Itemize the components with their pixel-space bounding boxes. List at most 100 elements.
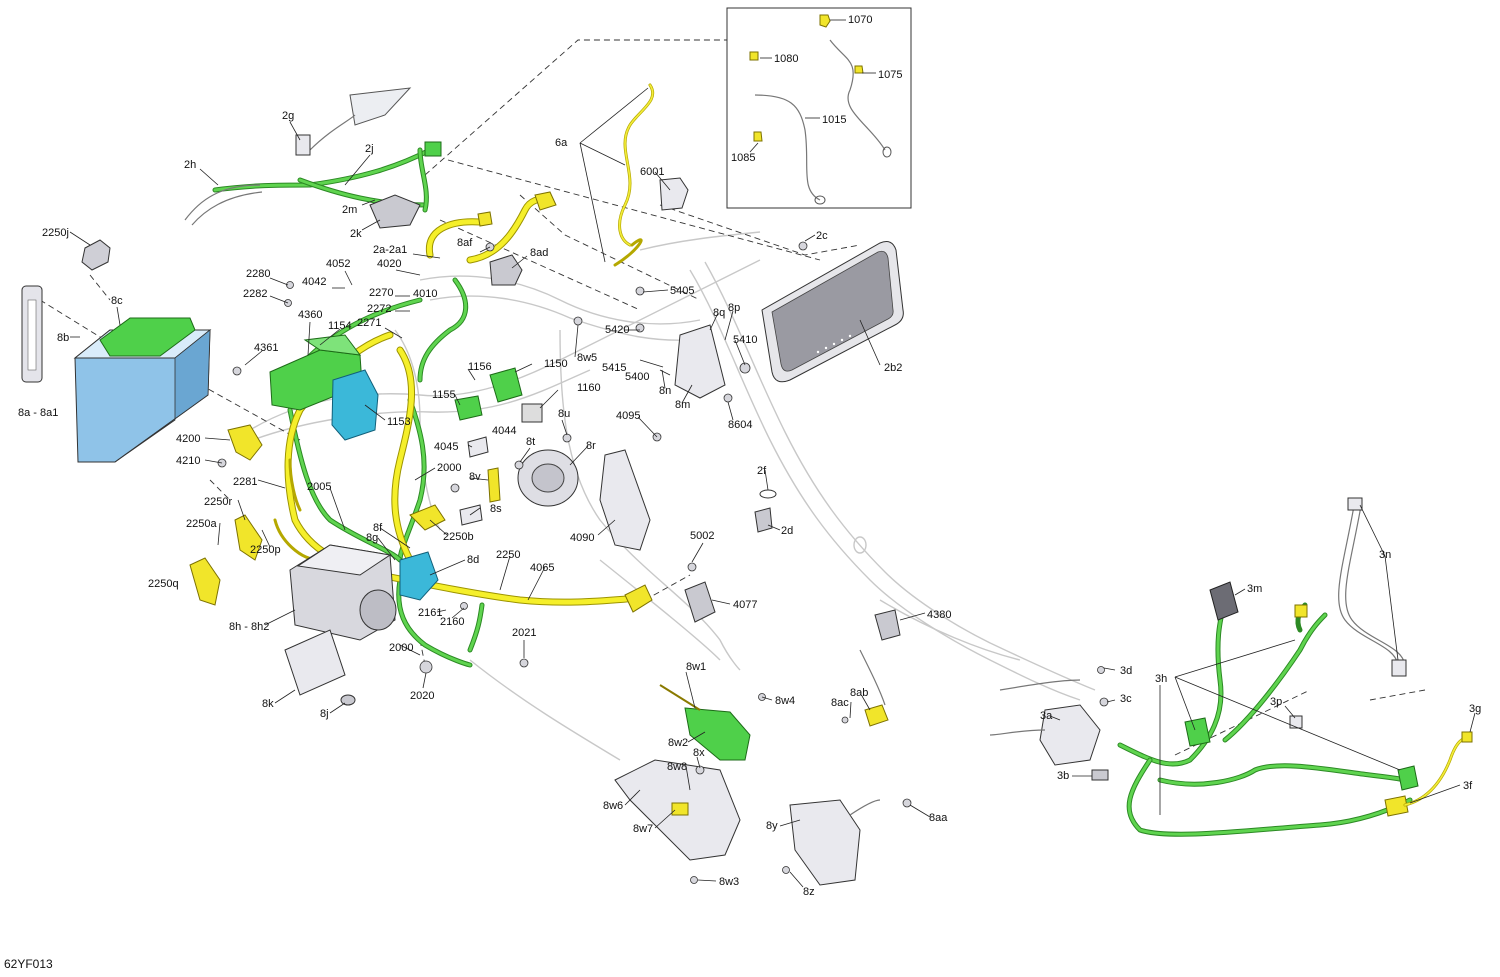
bracket-8s xyxy=(459,504,483,526)
connector-icon xyxy=(424,141,442,157)
clip-3p xyxy=(1289,715,1303,729)
callout-8v: 8v xyxy=(469,471,481,483)
chassis-outline xyxy=(239,231,1096,761)
bolt-icon xyxy=(232,366,242,376)
bracket-4045 xyxy=(467,436,489,458)
callout-1153: 1153 xyxy=(387,416,411,428)
terminal-boot xyxy=(624,584,653,613)
bolt-icon xyxy=(798,241,808,251)
callout-8g: 8g xyxy=(366,532,378,544)
callout-4200: 4200 xyxy=(176,433,200,445)
ring-terminal-icon xyxy=(882,146,892,158)
callout-leaders xyxy=(69,87,1476,888)
display-screen xyxy=(761,241,904,383)
callout-4380: 4380 xyxy=(927,609,951,621)
callout-8w7: 8w7 xyxy=(633,823,653,835)
connector-icon xyxy=(477,211,493,227)
callout-3f: 3f xyxy=(1463,780,1473,792)
callout-4065: 4065 xyxy=(530,562,554,574)
callout-8z: 8z xyxy=(803,886,815,898)
callout-8w1: 8w1 xyxy=(686,661,706,673)
bolt-icon xyxy=(450,483,460,493)
callout-2j: 2j xyxy=(365,143,374,155)
callout-8af: 8af xyxy=(457,237,473,249)
inset-frame xyxy=(726,7,912,209)
bolt-icon xyxy=(690,876,698,884)
bolt-icon xyxy=(841,716,849,724)
callout-4360: 4360 xyxy=(298,309,322,321)
connector-3n xyxy=(1391,659,1407,677)
callout-8t: 8t xyxy=(526,436,535,448)
callout-5405: 5405 xyxy=(670,285,694,297)
nut-icon xyxy=(902,798,912,808)
callout-2d: 2d xyxy=(781,525,793,537)
nut-2f xyxy=(759,489,777,499)
callout-8c: 8c xyxy=(111,295,123,307)
cap-4200 xyxy=(227,424,263,461)
callout-1085: 1085 xyxy=(731,152,755,164)
nut-icon xyxy=(819,14,831,28)
callout-2282: 2282 xyxy=(243,288,267,300)
connector-3n xyxy=(1347,497,1363,511)
callout-2m: 2m xyxy=(342,204,357,216)
bolt-icon xyxy=(723,393,733,403)
callout-8u: 8u xyxy=(558,408,570,420)
bolt-icon xyxy=(286,281,294,289)
callout-8j: 8j xyxy=(320,708,329,720)
callout-8w8: 8w8 xyxy=(667,761,687,773)
callout-5002: 5002 xyxy=(690,530,714,542)
callout-8ad: 8ad xyxy=(530,247,548,259)
bolt-icon xyxy=(1097,666,1105,674)
bolt-icon xyxy=(695,765,705,775)
fuse-box xyxy=(269,334,543,458)
callout-2c: 2c xyxy=(816,230,828,242)
callout-2000-upper: 2000 xyxy=(437,462,461,474)
plate-8w7 xyxy=(671,802,689,816)
callout-1160: 1160 xyxy=(577,382,601,394)
nut-8j xyxy=(340,694,356,706)
callout-8aa: 8aa xyxy=(929,812,948,824)
yellow-brackets xyxy=(189,424,501,606)
callout-3b: 3b xyxy=(1057,770,1069,782)
callout-2272: 2272 xyxy=(367,303,391,315)
callout-8w4: 8w4 xyxy=(775,695,795,707)
callout-4210: 4210 xyxy=(176,455,200,467)
nut-icon xyxy=(562,433,572,443)
callout-8604: 8604 xyxy=(728,419,752,431)
connector-3f xyxy=(1384,795,1409,817)
figure-code: 62YF013 xyxy=(4,957,53,971)
sensor-8ab xyxy=(864,704,889,727)
terminal-cover xyxy=(81,239,111,271)
nut-icon xyxy=(1099,697,1109,707)
callout-2280: 2280 xyxy=(246,268,270,280)
callout-2160: 2160 xyxy=(440,616,464,628)
bracket-2250q xyxy=(189,557,221,606)
callout-4090: 4090 xyxy=(570,532,594,544)
callout-4010: 4010 xyxy=(413,288,437,300)
callout-3h: 3h xyxy=(1155,673,1167,685)
callout-1070: 1070 xyxy=(848,14,872,26)
callout-2250b: 2250b xyxy=(443,531,474,543)
inset-ground-cables xyxy=(726,7,912,209)
bolt-icon xyxy=(749,51,759,61)
callout-3g: 3g xyxy=(1469,703,1481,715)
misc-parts-center xyxy=(517,324,901,727)
bolt-icon xyxy=(573,316,583,326)
callout-8a-8a1: 8a - 8a1 xyxy=(18,407,58,419)
module-1153 xyxy=(331,369,379,441)
callout-8b: 8b xyxy=(57,332,69,344)
callout-4045: 4045 xyxy=(434,441,458,453)
module-2k xyxy=(369,194,421,229)
callout-8f: 8f xyxy=(373,522,383,534)
callout-4020: 4020 xyxy=(377,258,401,270)
dashed-leaders xyxy=(39,39,1426,756)
callout-2b2: 2b2 xyxy=(884,362,902,374)
connector-1155 xyxy=(454,395,483,421)
bolt-icon xyxy=(514,460,524,470)
callout-4095: 4095 xyxy=(616,410,640,422)
callout-6a: 6a xyxy=(555,137,568,149)
callout-1075: 1075 xyxy=(878,69,902,81)
callout-8m: 8m xyxy=(675,399,690,411)
callout-2271: 2271 xyxy=(357,317,381,329)
harness-3h xyxy=(989,497,1473,837)
